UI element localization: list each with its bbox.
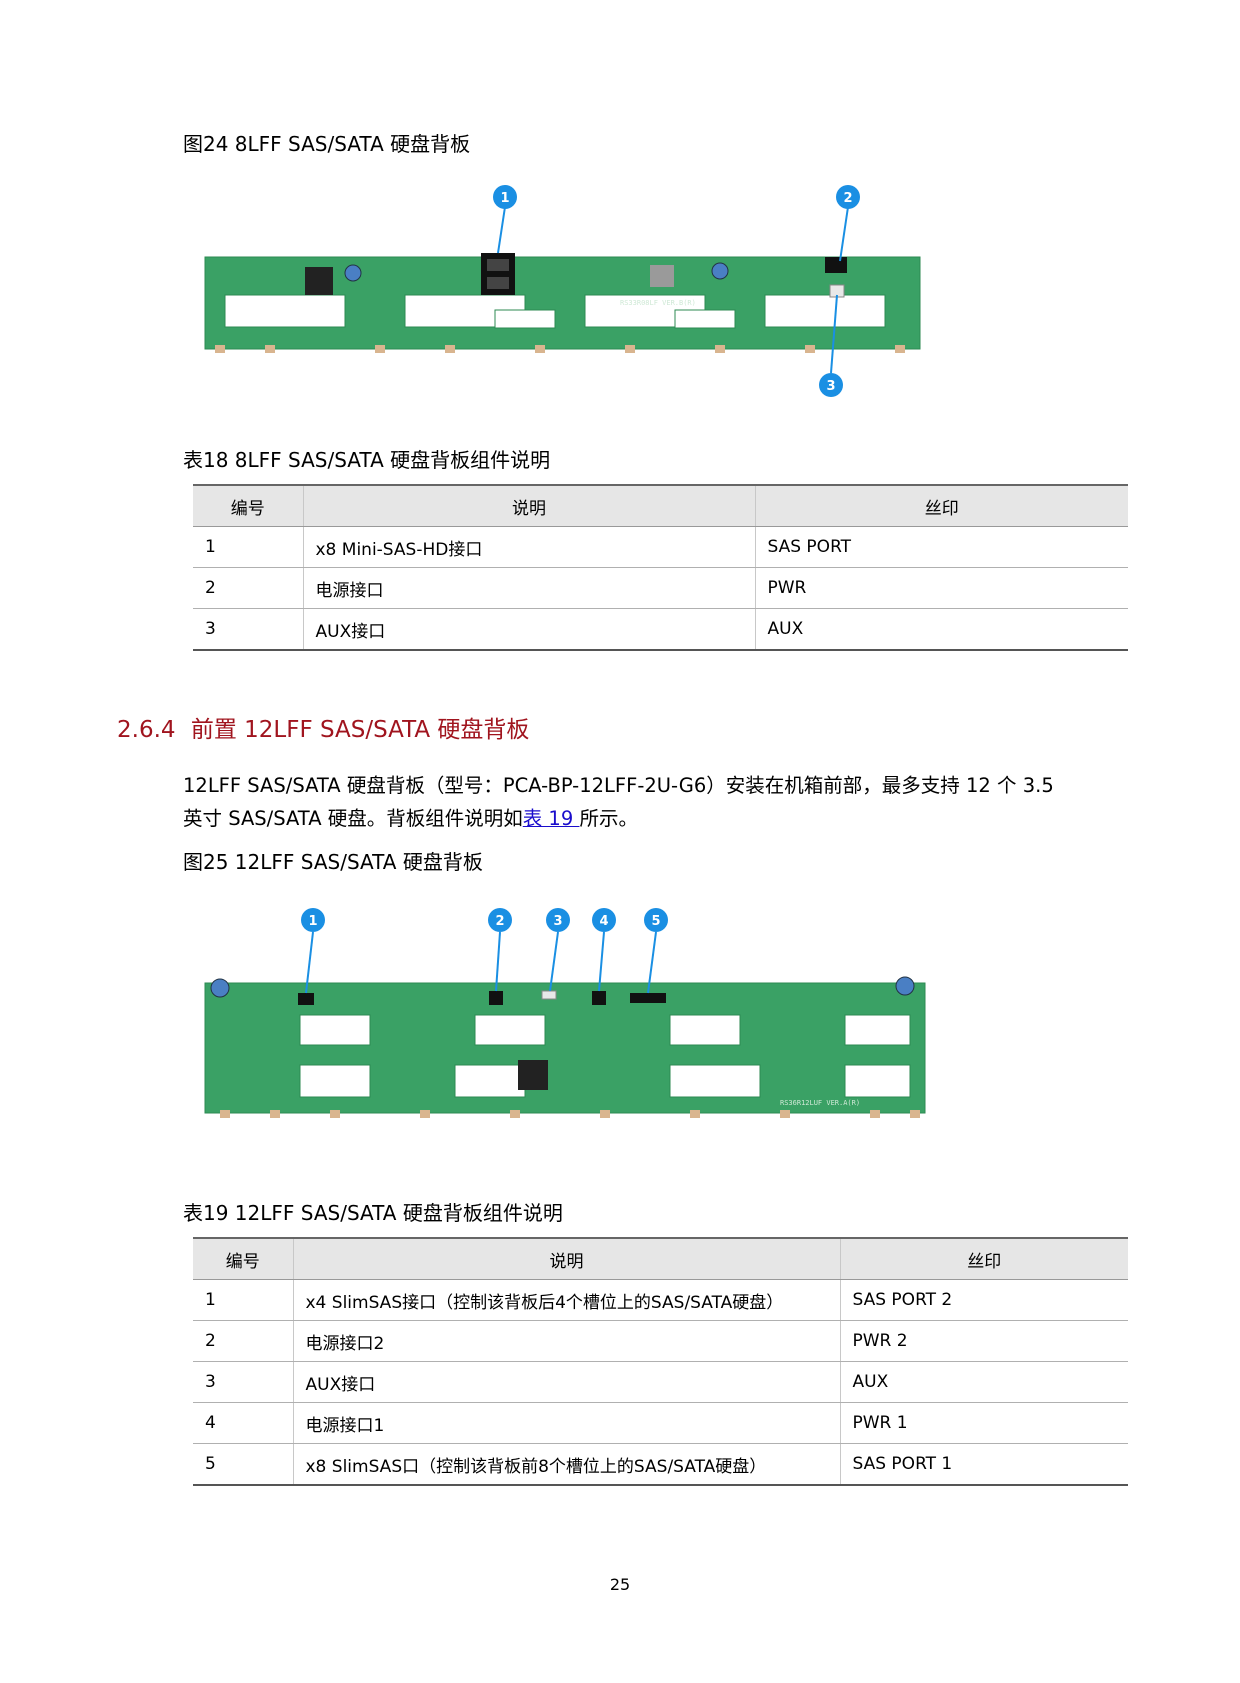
- table-row: 1 x8 Mini-SAS-HD接口 SAS PORT: [193, 526, 1128, 568]
- sas-port-1-connector: [630, 993, 666, 1003]
- sas-port-2-connector: [298, 993, 314, 1005]
- table-row: 2 电源接口2 PWR 2: [193, 1320, 1128, 1362]
- cell-silkscreen: SAS PORT 1: [839, 1443, 1128, 1486]
- table-row: 3 AUX接口 AUX: [193, 608, 1128, 651]
- cell-description: 电源接口1: [292, 1402, 840, 1444]
- cell-number: 3: [193, 1361, 293, 1403]
- pcb-silkscreen: RS36R12LUF VER.A(R): [780, 1099, 860, 1107]
- table18-caption: 表18 8LFF SAS/SATA 硬盘背板组件说明: [183, 448, 551, 472]
- pcb-cutouts: [299, 1014, 911, 1098]
- table-row: 4 电源接口1 PWR 1: [193, 1402, 1128, 1444]
- col-header-silkscreen: 丝印: [839, 1237, 1128, 1280]
- pwr-connector: [825, 257, 847, 273]
- svg-text:2: 2: [495, 914, 504, 929]
- cell-number: 3: [193, 608, 303, 651]
- cell-number: 2: [193, 1320, 293, 1362]
- svg-text:1: 1: [500, 191, 509, 206]
- pcb-chip: [518, 1060, 548, 1090]
- col-header-description: 说明: [292, 1237, 840, 1280]
- cell-description: x8 Mini-SAS-HD接口: [302, 526, 755, 568]
- svg-text:3: 3: [826, 379, 835, 394]
- table-row: 5 x8 SlimSAS口（控制该背板前8个槽位上的SAS/SATA硬盘） SA…: [193, 1443, 1128, 1486]
- cell-number: 2: [193, 567, 303, 609]
- table19-caption: 表19 12LFF SAS/SATA 硬盘背板组件说明: [183, 1201, 563, 1225]
- cell-number: 4: [193, 1402, 293, 1444]
- pcb-tabs: [220, 1110, 920, 1118]
- callout-3-icon: 3: [546, 908, 570, 932]
- table-row: 3 AUX接口 AUX: [193, 1361, 1128, 1403]
- cell-silkscreen: AUX: [754, 608, 1128, 651]
- callout-5-icon: 5: [644, 908, 668, 932]
- callout-2-icon: 2: [836, 185, 860, 209]
- pcb-tabs: [215, 345, 905, 353]
- cell-silkscreen: PWR: [754, 567, 1128, 609]
- section-number: 2.6.4: [117, 717, 176, 743]
- cell-description: x8 SlimSAS口（控制该背板前8个槽位上的SAS/SATA硬盘）: [292, 1443, 840, 1486]
- cell-silkscreen: PWR 1: [839, 1402, 1128, 1444]
- callout-1-icon: 1: [493, 185, 517, 209]
- svg-text:3: 3: [553, 914, 562, 929]
- callout-3-icon: 3: [819, 373, 843, 397]
- paragraph-line: 英寸 SAS/SATA 硬盘。背板组件说明如表 19 所示。: [183, 802, 1133, 835]
- section-heading: 2.6.4 前置 12LFF SAS/SATA 硬盘背板: [117, 715, 529, 745]
- pcb-chip: [650, 265, 674, 287]
- cell-description: x4 SlimSAS接口（控制该背板后4个槽位上的SAS/SATA硬盘）: [292, 1279, 840, 1321]
- pcb-cutouts: [224, 294, 886, 329]
- svg-text:4: 4: [599, 914, 608, 929]
- page-number: 25: [609, 1575, 631, 1594]
- col-header-number: 编号: [193, 484, 303, 527]
- svg-text:1: 1: [308, 914, 317, 929]
- table18: 编号 说明 丝印 1 x8 Mini-SAS-HD接口 SAS PORT 2 电…: [193, 484, 1128, 651]
- cell-description: AUX接口: [292, 1361, 840, 1403]
- table-row: 2 电源接口 PWR: [193, 567, 1128, 609]
- table-header-row: 编号 说明 丝印: [193, 1237, 1128, 1280]
- pcb-capacitor: [210, 978, 230, 998]
- aux-connector: [541, 990, 557, 1000]
- paragraph-text: 所示。: [579, 807, 638, 830]
- pcb-capacitor: [344, 264, 362, 282]
- table19: 编号 说明 丝印 1 x4 SlimSAS接口（控制该背板后4个槽位上的SAS/…: [193, 1237, 1128, 1486]
- cell-number: 1: [193, 526, 303, 568]
- pcb-capacitor: [895, 976, 915, 996]
- cell-description: 电源接口2: [292, 1320, 840, 1362]
- paragraph-line: 12LFF SAS/SATA 硬盘背板（型号：PCA-BP-12LFF-2U-G…: [183, 774, 1054, 797]
- pwr-1-connector: [592, 991, 606, 1005]
- col-header-number: 编号: [193, 1237, 293, 1280]
- callout-4-icon: 4: [592, 908, 616, 932]
- paragraph-text: 英寸 SAS/SATA 硬盘。背板组件说明如: [183, 807, 523, 830]
- cell-number: 1: [193, 1279, 293, 1321]
- pwr-2-connector: [489, 991, 503, 1005]
- section-paragraph: 12LFF SAS/SATA 硬盘背板（型号：PCA-BP-12LFF-2U-G…: [183, 769, 1133, 835]
- callout-2-icon: 2: [488, 908, 512, 932]
- cell-silkscreen: SAS PORT: [754, 526, 1128, 568]
- cell-number: 5: [193, 1443, 293, 1486]
- table19-link[interactable]: 表 19: [522, 807, 580, 830]
- cell-silkscreen: SAS PORT 2: [839, 1279, 1128, 1321]
- svg-text:5: 5: [651, 914, 660, 929]
- svg-text:2: 2: [843, 191, 852, 206]
- fig25-backplane-image: RS36R12LUF VER.A(R) 1 2 3 4 5: [204, 908, 926, 1118]
- section-title: 前置 12LFF SAS/SATA 硬盘背板: [190, 717, 530, 743]
- fig24-backplane-image: RS33R08LF VER.B(R) 1 2 3: [204, 185, 921, 397]
- fig25-caption: 图25 12LFF SAS/SATA 硬盘背板: [183, 850, 483, 874]
- callout-1-icon: 1: [301, 908, 325, 932]
- table-header-row: 编号 说明 丝印: [193, 484, 1128, 527]
- cell-description: AUX接口: [302, 608, 755, 651]
- cell-silkscreen: AUX: [839, 1361, 1128, 1403]
- pcb-silkscreen: RS33R08LF VER.B(R): [620, 299, 696, 307]
- pcb-capacitor: [711, 262, 729, 280]
- cell-silkscreen: PWR 2: [839, 1320, 1128, 1362]
- col-header-silkscreen: 丝印: [754, 484, 1128, 527]
- pcb-chip: [305, 267, 333, 295]
- cell-description: 电源接口: [302, 567, 755, 609]
- table-row: 1 x4 SlimSAS接口（控制该背板后4个槽位上的SAS/SATA硬盘） S…: [193, 1279, 1128, 1321]
- col-header-description: 说明: [302, 484, 755, 527]
- fig24-caption: 图24 8LFF SAS/SATA 硬盘背板: [183, 132, 471, 156]
